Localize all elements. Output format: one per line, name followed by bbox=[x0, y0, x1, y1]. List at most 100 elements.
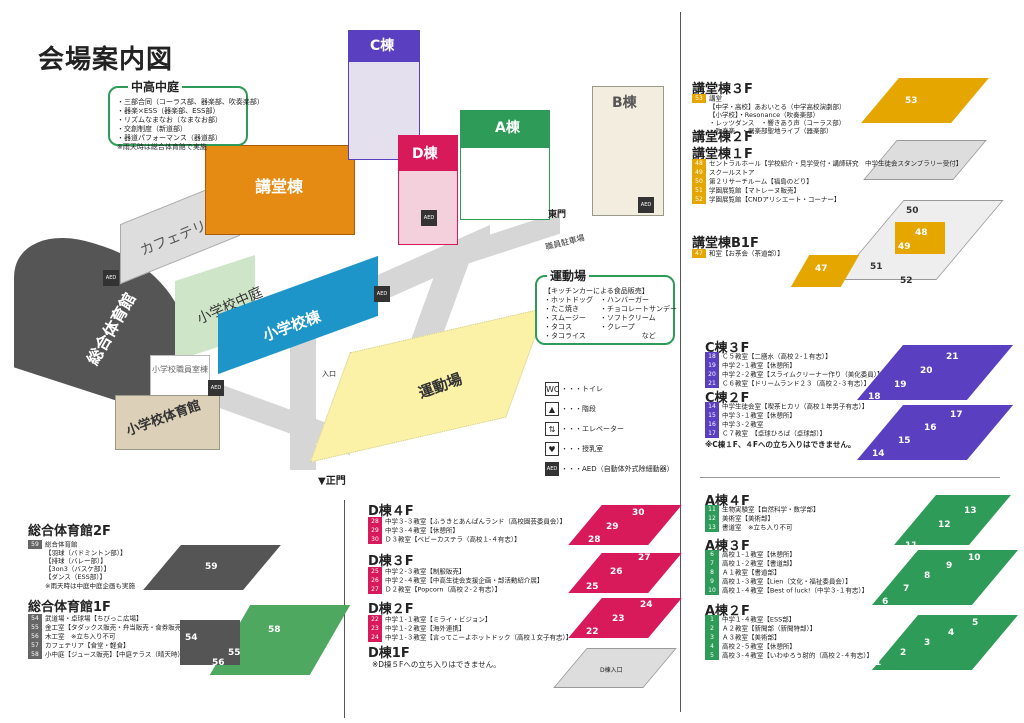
courtyard-line: ・リズムなまなお（なまなお部） bbox=[117, 116, 222, 125]
audb1f-title: 講堂棟B1F bbox=[692, 236, 759, 251]
aed-marker: AED bbox=[421, 210, 437, 226]
courtyard-line: ・器楽×ESS（器楽部、ESS部） bbox=[117, 107, 220, 116]
d3f-title: D棟３F bbox=[368, 554, 414, 569]
main-gate-label: ▼正門 bbox=[318, 476, 346, 487]
sports-line: 【キッチンカーによる食品販売】 bbox=[544, 287, 649, 295]
room-54: 54 bbox=[185, 633, 198, 643]
d4f-floor bbox=[568, 505, 682, 545]
courtyard-line: ※雨天時は総合体育館で実施 bbox=[117, 143, 207, 152]
building-d-label: D棟 bbox=[412, 146, 438, 162]
legend-item: AED・・・AED（自動体外式除細動器） bbox=[545, 462, 675, 476]
room-21: 21 bbox=[946, 352, 959, 362]
auditorium-building bbox=[205, 145, 355, 235]
room-20: 20 bbox=[920, 366, 933, 376]
sports-panel: 運動場 【キッチンカーによる食品販売】 ・ホットドッグ ・ハンバーガー ・たこ焼… bbox=[535, 267, 677, 345]
room-2: 2 bbox=[900, 648, 907, 658]
room-52: 52 bbox=[900, 276, 913, 286]
aud3f-title: 講堂棟３F bbox=[692, 82, 753, 97]
building-d-roof bbox=[398, 135, 458, 171]
sports-line: ・スムージー ・ソフトクリーム bbox=[544, 314, 656, 323]
room-17: 17 bbox=[950, 410, 963, 420]
d4f-title: D棟４F bbox=[368, 504, 414, 519]
d1f-note: ※D棟５Fへの立ち入りはできません。 bbox=[372, 660, 501, 669]
building-b-label: B棟 bbox=[612, 95, 637, 111]
legend-item: ⇅・・・エレベーター bbox=[545, 422, 675, 436]
elem-gym bbox=[115, 395, 220, 450]
toilet-icon: WC bbox=[545, 382, 560, 396]
room-1: 1 bbox=[875, 658, 882, 668]
gym1f-title: 総合体育館1F bbox=[28, 600, 111, 615]
room-26: 26 bbox=[610, 567, 623, 577]
building-a-label: A棟 bbox=[495, 120, 520, 136]
room-51: 51 bbox=[870, 262, 883, 272]
room-47: 47 bbox=[815, 264, 828, 274]
stairs-icon: ▲ bbox=[545, 402, 559, 416]
room-58: 58 bbox=[268, 625, 281, 635]
vertical-divider-right bbox=[680, 12, 681, 712]
room-25: 25 bbox=[586, 582, 599, 592]
courtyard-line: ・器道パフォーマンス（器道部） bbox=[117, 134, 222, 143]
courtyard-panel: 中高中庭 ・三部合同（コーラス部、器楽部、吹奏楽部） ・器楽×ESS（器楽部、E… bbox=[108, 78, 264, 151]
legend-item: ▲・・・階段 bbox=[545, 402, 675, 416]
legend: WC・・・トイレ ▲・・・階段 ⇅・・・エレベーター ♥・・・授乳室 AED・・… bbox=[545, 382, 675, 482]
campus-map: 総合体育館 カフェテリア 講堂棟 小学校中庭 小学校棟 小学校職員室棟 小学校体… bbox=[0, 0, 680, 500]
room-15: 15 bbox=[898, 436, 911, 446]
gym1f-block bbox=[180, 620, 240, 665]
d-entrance-label: D棟入口 bbox=[600, 667, 623, 674]
sports-title: 運動場 bbox=[547, 267, 590, 284]
room-19: 19 bbox=[894, 380, 907, 390]
a3f-floor bbox=[871, 550, 1019, 605]
aud1f-title: 講堂棟１F bbox=[692, 147, 753, 162]
room-22: 22 bbox=[586, 627, 599, 637]
elem-annex bbox=[150, 355, 210, 400]
room-49: 49 bbox=[898, 242, 911, 252]
entrance-label: 入口 bbox=[322, 370, 336, 378]
gym2f-title: 総合体育館2F bbox=[28, 524, 111, 539]
d1f-title: D棟1F bbox=[368, 646, 410, 661]
courtyard-line: ・交創制度（新道部） bbox=[117, 125, 187, 134]
room-14: 14 bbox=[872, 449, 885, 459]
room-24: 24 bbox=[640, 600, 653, 610]
elevator-icon: ⇅ bbox=[545, 422, 559, 436]
sports-line: ・タコライス など bbox=[544, 332, 656, 341]
aud1f-room-block bbox=[895, 222, 945, 254]
aed-marker: AED bbox=[103, 270, 119, 286]
courtyard-line: ・三部合同（コーラス部、器楽部、吹奏楽部） bbox=[117, 98, 264, 106]
room-59: 59 bbox=[205, 562, 218, 572]
room-23: 23 bbox=[612, 614, 625, 624]
aed-marker: AED bbox=[208, 380, 224, 396]
building-c-label: C棟 bbox=[370, 38, 395, 54]
room-56: 56 bbox=[212, 658, 225, 668]
auditorium-label: 講堂棟 bbox=[255, 177, 304, 196]
sports-line: ・タコス ・クレープ bbox=[544, 323, 635, 332]
room-53: 53 bbox=[905, 96, 918, 106]
building-a-roof bbox=[460, 110, 550, 148]
room-29: 29 bbox=[606, 522, 619, 532]
legend-item: ♥・・・授乳室 bbox=[545, 442, 675, 456]
room-4: 4 bbox=[948, 628, 955, 638]
room-18: 18 bbox=[868, 392, 881, 402]
legend-item: WC・・・トイレ bbox=[545, 382, 675, 396]
nursing-room-icon: ♥ bbox=[545, 442, 559, 456]
room-57: 57 bbox=[228, 600, 241, 610]
room-7: 7 bbox=[903, 584, 910, 594]
aed-marker: AED bbox=[374, 286, 390, 302]
room-8: 8 bbox=[924, 571, 931, 581]
room-13: 13 bbox=[964, 506, 977, 516]
elem-annex-label: 小学校職員室棟 bbox=[152, 365, 208, 374]
building-c-roof bbox=[348, 30, 420, 62]
a2f-floor bbox=[871, 615, 1019, 670]
d2f-title: D棟２F bbox=[368, 602, 414, 617]
aud3f-floor bbox=[861, 78, 989, 123]
room-3: 3 bbox=[924, 638, 931, 648]
